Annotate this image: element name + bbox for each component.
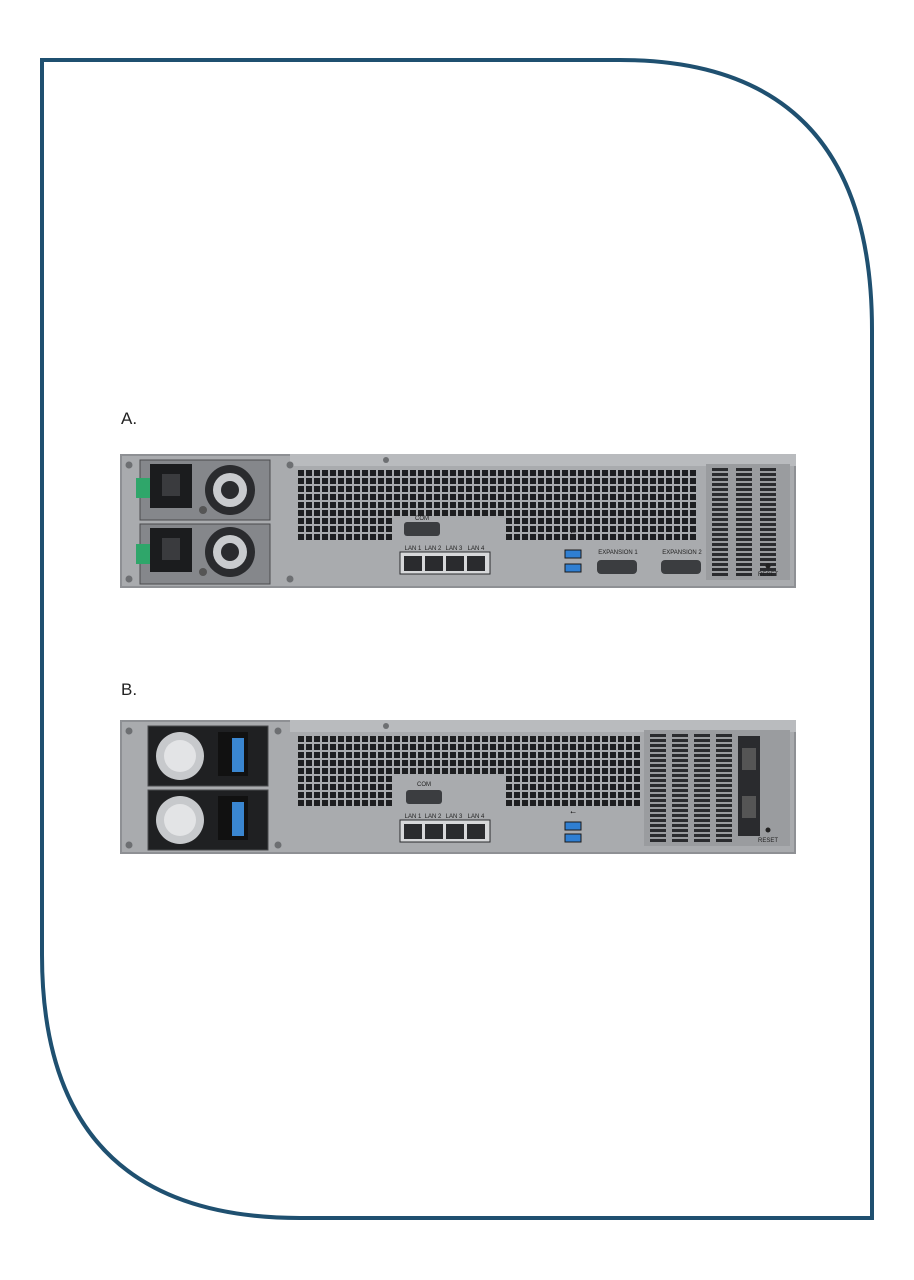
screw-icon: [125, 575, 133, 583]
reset-label: RESET: [758, 572, 778, 578]
figure-label-a: A.: [121, 409, 138, 428]
lan-2-label: LAN 2: [425, 546, 442, 552]
usb-port-1[interactable]: [564, 821, 582, 831]
lan-port-4[interactable]: [467, 556, 485, 571]
screw-icon: [274, 727, 282, 735]
lan-4-label: LAN 4: [468, 814, 485, 820]
reset-label: RESET: [758, 838, 778, 844]
lan-3-label: LAN 3: [446, 814, 463, 820]
lan-port-2[interactable]: [425, 556, 443, 571]
release-latch[interactable]: [136, 544, 150, 564]
expansion-card-port-1[interactable]: [742, 748, 756, 770]
reset-button[interactable]: [765, 563, 771, 569]
rear-panel-b: COM LAN 1 LAN 2 LAN 3 LAN 4 ⭠ RESET: [120, 720, 796, 854]
expansion-card-port-2[interactable]: [742, 796, 756, 818]
ventilation-grid: [298, 470, 696, 540]
lan-port-1[interactable]: [404, 824, 422, 839]
power-supply-1[interactable]: [136, 459, 271, 521]
screw-icon: [274, 841, 282, 849]
com-port[interactable]: [406, 790, 442, 804]
pcie-slot-area: [706, 464, 790, 580]
screw-icon: [286, 575, 294, 583]
lan-1-label: LAN 1: [405, 814, 422, 820]
lan-3-label: LAN 3: [446, 546, 463, 552]
lan-port-3[interactable]: [446, 556, 464, 571]
expansion-port-2[interactable]: [661, 560, 701, 574]
screw-icon: [286, 461, 294, 469]
power-supply-1[interactable]: [147, 725, 269, 787]
reset-button[interactable]: [765, 827, 771, 833]
com-label: COM: [415, 516, 429, 522]
usb-port-2[interactable]: [564, 563, 582, 573]
usb-icon: ⭠: [570, 528, 576, 536]
power-supply-2[interactable]: [136, 523, 271, 585]
ventilation-grid: [298, 736, 640, 806]
lan-2-label: LAN 2: [425, 814, 442, 820]
screw-icon: [125, 461, 133, 469]
lan-port-4[interactable]: [467, 824, 485, 839]
expansion-2-label: EXPANSION 2: [662, 550, 702, 556]
expansion-port-1[interactable]: [597, 560, 637, 574]
screw-icon: [125, 727, 133, 735]
pcie-slot-area: [644, 730, 790, 846]
lan-port-2[interactable]: [425, 824, 443, 839]
release-latch[interactable]: [136, 478, 150, 498]
lan-port-3[interactable]: [446, 824, 464, 839]
com-port[interactable]: [404, 522, 440, 536]
figure-label-b: B.: [121, 680, 138, 699]
release-latch[interactable]: [232, 802, 244, 836]
usb-icon: ⭠: [570, 808, 576, 816]
power-supply-2[interactable]: [147, 789, 269, 851]
lan-port-1[interactable]: [404, 556, 422, 571]
expansion-1-label: EXPANSION 1: [598, 550, 638, 556]
usb-port-1[interactable]: [564, 549, 582, 559]
screw-icon: [383, 723, 389, 729]
rear-panel-a: COM LAN 1 LAN 2 LAN 3 LAN 4 ⭠ EXPANSION …: [120, 454, 796, 588]
release-latch[interactable]: [232, 738, 244, 772]
lan-4-label: LAN 4: [468, 546, 485, 552]
lan-1-label: LAN 1: [405, 546, 422, 552]
screw-icon: [125, 841, 133, 849]
com-label: COM: [417, 782, 431, 788]
screw-icon: [383, 457, 389, 463]
usb-port-2[interactable]: [564, 833, 582, 843]
